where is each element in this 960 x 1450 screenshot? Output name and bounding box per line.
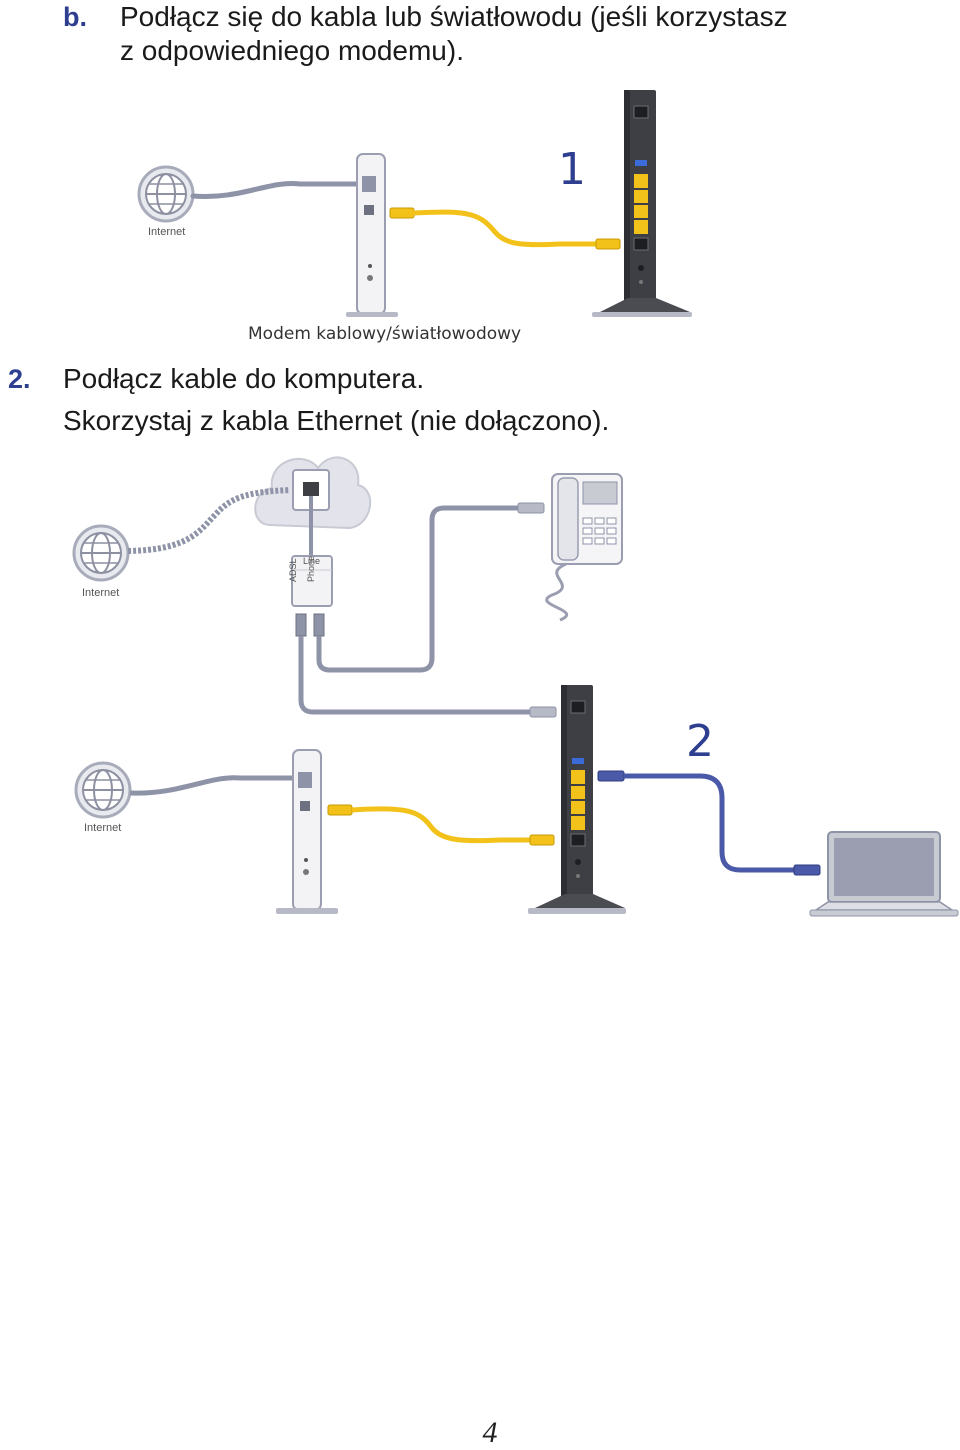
step-number-1: 1	[558, 144, 586, 195]
globe-icon-bottom	[74, 761, 132, 819]
page-number: 4	[482, 1416, 498, 1449]
globe-icon	[137, 165, 195, 223]
internet-label: Internet	[148, 226, 186, 238]
step-number-2: 2	[686, 716, 714, 767]
diagram-2	[72, 456, 959, 917]
splitter-adsl-label: ADSL	[288, 558, 298, 582]
router-icon	[592, 90, 692, 317]
step-b-marker: b.	[63, 2, 87, 32]
cable-modem-icon-2	[276, 749, 338, 914]
laptop-icon	[809, 831, 959, 917]
step-b-line-1: Podłącz się do kabla lub światłowodu (je…	[120, 1, 788, 32]
globe-icon-top	[72, 524, 130, 582]
modem-caption: Modem kablowy/światłowodowy	[248, 324, 522, 344]
internet-label-top: Internet	[82, 587, 120, 599]
internet-label-bottom: Internet	[84, 822, 122, 834]
router-icon-2	[528, 685, 626, 914]
splitter-line-label: Line	[303, 556, 321, 566]
connection-diagrams	[72, 90, 959, 917]
step-2-line-1: Podłącz kable do komputera.	[63, 363, 425, 394]
phone-jack-icon	[292, 469, 330, 511]
step-b-line-2: z odpowiedniego modemu).	[120, 35, 464, 66]
adsl-splitter-icon	[291, 555, 333, 607]
cable-modem-icon	[346, 153, 398, 317]
telephone-icon	[545, 473, 623, 622]
diagram-1	[137, 90, 692, 317]
step-2-marker: 2.	[8, 364, 31, 394]
step-2-line-2: Skorzystaj z kabla Ethernet (nie dołączo…	[63, 405, 610, 436]
splitter-phone-label: Phone	[306, 555, 316, 582]
